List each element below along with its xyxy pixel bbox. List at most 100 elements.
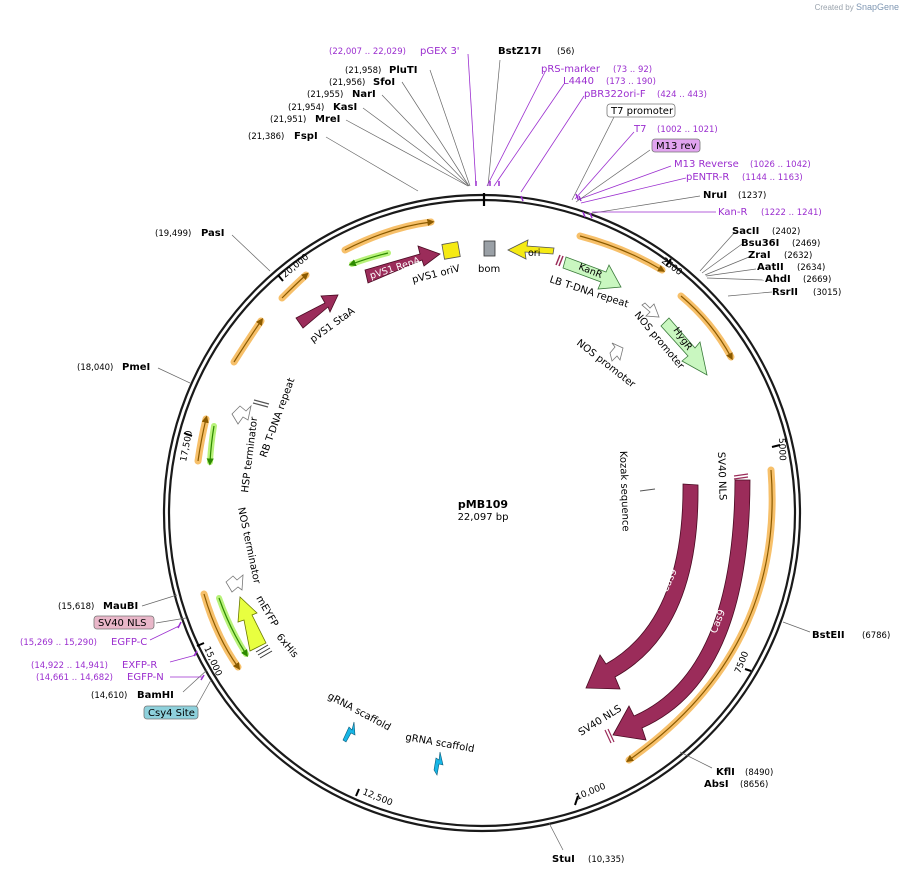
credit-prefix: Created by xyxy=(814,3,854,12)
map-shape xyxy=(576,165,672,201)
site-pos: (2469) xyxy=(792,239,820,249)
map-shape xyxy=(585,483,699,690)
feature-box-leaders xyxy=(155,116,651,708)
feature-label: bom xyxy=(478,264,500,275)
map-shape xyxy=(705,268,757,277)
feature-sv40-nls-2: SV40 NLS xyxy=(577,704,624,744)
map-shape xyxy=(253,399,270,405)
map-shape xyxy=(744,668,752,672)
map-shape xyxy=(487,59,501,187)
site-aatii: AatII xyxy=(757,262,784,273)
feature-label: RB T-DNA repeat xyxy=(258,377,297,459)
site-pos: (21,955) xyxy=(307,90,343,100)
primer-l4440: L4440 xyxy=(563,76,594,87)
map-shape xyxy=(558,255,564,267)
map-shape xyxy=(342,721,356,743)
map-shape xyxy=(433,751,444,776)
feature-label: pVS1 oriV xyxy=(411,263,461,286)
feature-label: SV40 NLS xyxy=(715,452,728,501)
feature-label: mEYFP xyxy=(253,594,280,629)
primer-pos: (1002 .. 1021) xyxy=(657,125,718,135)
feature-label: gRNA scaffold xyxy=(404,732,475,755)
site-sacii: SacII xyxy=(732,226,759,237)
site-bsteii: BstEII xyxy=(812,630,845,641)
feature-label: gRNA scaffold xyxy=(326,691,393,733)
map-shape xyxy=(589,212,593,219)
primer-egfp-c: EGFP-C xyxy=(111,637,147,648)
map-shape xyxy=(149,625,180,641)
site-pos: (8656) xyxy=(740,780,768,790)
map-shape xyxy=(555,254,561,266)
map-shape xyxy=(639,488,656,492)
map-shape xyxy=(231,404,252,425)
map-shape xyxy=(483,240,496,257)
map-shape xyxy=(325,136,419,192)
site-pluti: PluTI xyxy=(389,65,417,76)
site-pos: (56) xyxy=(557,47,574,57)
site-pos: (18,040) xyxy=(77,363,113,373)
site-leaders xyxy=(141,59,811,851)
map-shape xyxy=(281,272,309,299)
map-shape xyxy=(155,617,187,624)
feature-grna-scaffold-1: gRNA scaffold xyxy=(326,691,393,743)
map-shape xyxy=(195,679,212,708)
map-shape xyxy=(520,95,585,193)
site-pos: (8490) xyxy=(745,768,773,778)
site-pos: (1237) xyxy=(738,191,766,201)
map-shape xyxy=(582,211,586,218)
map-shape xyxy=(574,131,635,200)
map-shape xyxy=(782,621,811,633)
snapgene-credit: Created by SnapGene xyxy=(815,2,899,12)
tick-label: 17,500 xyxy=(179,429,195,462)
site-bsu36i: Bsu36I xyxy=(741,238,779,249)
map-shape xyxy=(586,195,701,215)
map-shape xyxy=(607,728,615,743)
primer-pos: (15,269 .. 15,290) xyxy=(20,638,97,648)
feature-hsp-terminator: HSP terminator xyxy=(231,404,260,493)
map-shape xyxy=(348,252,389,267)
feature-meyfp: mEYFP xyxy=(237,594,280,652)
site-pos: (2669) xyxy=(803,275,831,285)
map-shape xyxy=(196,642,205,647)
site-pos: (21,958) xyxy=(345,66,381,76)
map-shape xyxy=(381,94,470,187)
primer-pos: (1144 .. 1163) xyxy=(742,173,803,183)
site-pos: (2632) xyxy=(784,251,812,261)
primer-kan-r: Kan-R xyxy=(718,207,747,218)
feature-label: NOS promoter xyxy=(574,338,638,391)
feature-label: NOS terminator xyxy=(235,506,262,585)
site-ahdi: AhdI xyxy=(765,274,791,285)
site-rsrii: RsrII xyxy=(772,287,798,298)
primer-marks xyxy=(177,181,593,681)
map-shape xyxy=(277,274,284,282)
site-pos: (19,499) xyxy=(155,229,191,239)
feature-bom: bom xyxy=(478,240,500,275)
map-shape xyxy=(169,654,197,663)
map-shape xyxy=(362,107,469,187)
map-shape xyxy=(233,318,264,363)
map-shape xyxy=(401,81,470,187)
green-orf-arcs xyxy=(206,250,391,658)
map-shape xyxy=(548,822,564,851)
map-shape xyxy=(493,83,565,187)
map-shape xyxy=(575,193,579,200)
map-shape xyxy=(571,116,615,201)
map-shape xyxy=(733,476,749,480)
box-label: M13 rev xyxy=(656,141,697,152)
map-shape xyxy=(231,234,271,272)
map-shape xyxy=(193,650,198,657)
map-shape xyxy=(259,650,273,659)
feature-label: HSP terminator xyxy=(240,415,260,493)
primer-egfp-n: EGFP-N xyxy=(127,672,164,683)
map-shape xyxy=(507,239,555,260)
site-sfoi: SfoI xyxy=(373,77,395,88)
primer-pbr322ori-f: pBR322ori-F xyxy=(584,89,646,100)
tick-label: 10,000 xyxy=(574,782,607,803)
site-pos: (2634) xyxy=(797,263,825,273)
map-shape xyxy=(225,574,244,593)
map-shape xyxy=(344,218,435,251)
site-pmei: PmeI xyxy=(122,362,150,373)
tick-label: 7500 xyxy=(734,650,752,675)
box-m13-rev xyxy=(651,138,701,153)
feature-sv40-nls-1: SV40 NLS xyxy=(715,452,749,501)
